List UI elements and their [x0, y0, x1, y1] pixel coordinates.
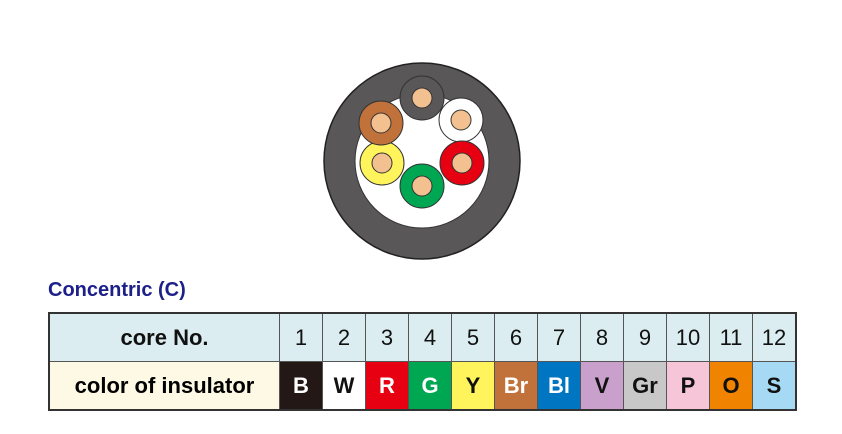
core-number: 12 — [752, 312, 797, 362]
core-conductor — [411, 175, 433, 197]
core-color: O — [709, 361, 753, 411]
core-number: 5 — [451, 312, 495, 362]
core-number: 8 — [580, 312, 624, 362]
core-conductor — [370, 112, 392, 134]
core-number: 6 — [494, 312, 538, 362]
core-color: W — [322, 361, 366, 411]
core-conductor — [451, 152, 473, 174]
core-number: 10 — [666, 312, 710, 362]
core-number: 11 — [709, 312, 753, 362]
core-color: Br — [494, 361, 538, 411]
row-label: color of insulator — [48, 361, 280, 411]
cable-cross-section-diagram — [323, 62, 521, 260]
core-color: R — [365, 361, 409, 411]
core-color: Gr — [623, 361, 667, 411]
core-number: 1 — [279, 312, 323, 362]
core-conductor — [411, 87, 433, 109]
core-color: S — [752, 361, 797, 411]
core-color: G — [408, 361, 452, 411]
section-title: Concentric (C) — [48, 279, 186, 301]
core-color: V — [580, 361, 624, 411]
core-number: 4 — [408, 312, 452, 362]
core-color: Y — [451, 361, 495, 411]
core-conductor — [450, 109, 472, 131]
core-number: 7 — [537, 312, 581, 362]
core-number: 3 — [365, 312, 409, 362]
core-color: B — [279, 361, 323, 411]
core-number: 2 — [322, 312, 366, 362]
core-conductor — [371, 152, 393, 174]
core-number: 9 — [623, 312, 667, 362]
header-label: core No. — [48, 312, 280, 362]
core-color: P — [666, 361, 710, 411]
core-color: Bl — [537, 361, 581, 411]
